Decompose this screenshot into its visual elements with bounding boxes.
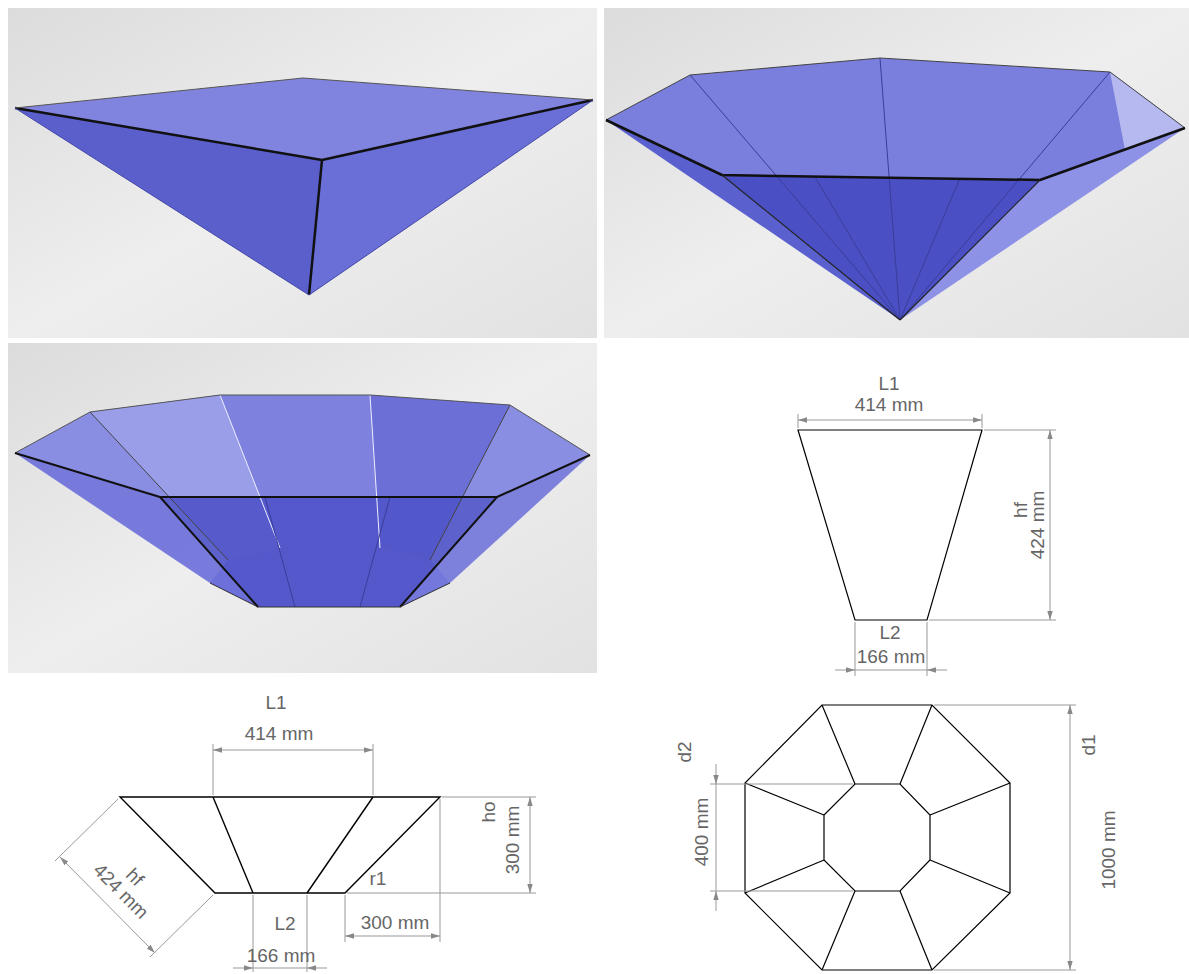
dimension-value: 424 mm bbox=[1028, 491, 1047, 560]
dimension-value: 400 mm bbox=[692, 798, 711, 867]
dimension-name: L1 bbox=[878, 374, 899, 393]
dimension-value: 300 mm bbox=[503, 806, 522, 875]
dimension-value: 166 mm bbox=[857, 647, 926, 666]
dimension-name: L2 bbox=[274, 914, 295, 933]
dimension-name: L1 bbox=[265, 693, 286, 712]
dimension-value: 414 mm bbox=[855, 395, 924, 414]
dimension-name: ho bbox=[479, 801, 498, 822]
dimension-value: 424 mm bbox=[90, 860, 152, 922]
dimension-name: d1 bbox=[1079, 734, 1098, 755]
dimension-name: d2 bbox=[675, 741, 694, 762]
dimension-name: r1 bbox=[370, 869, 387, 888]
dimension-value: 166 mm bbox=[247, 946, 316, 965]
dimension-value: 300 mm bbox=[361, 913, 430, 932]
dimension-value: 414 mm bbox=[245, 724, 314, 743]
dimension-value: 1000 mm bbox=[1099, 810, 1118, 889]
dimension-name: L2 bbox=[879, 623, 900, 642]
